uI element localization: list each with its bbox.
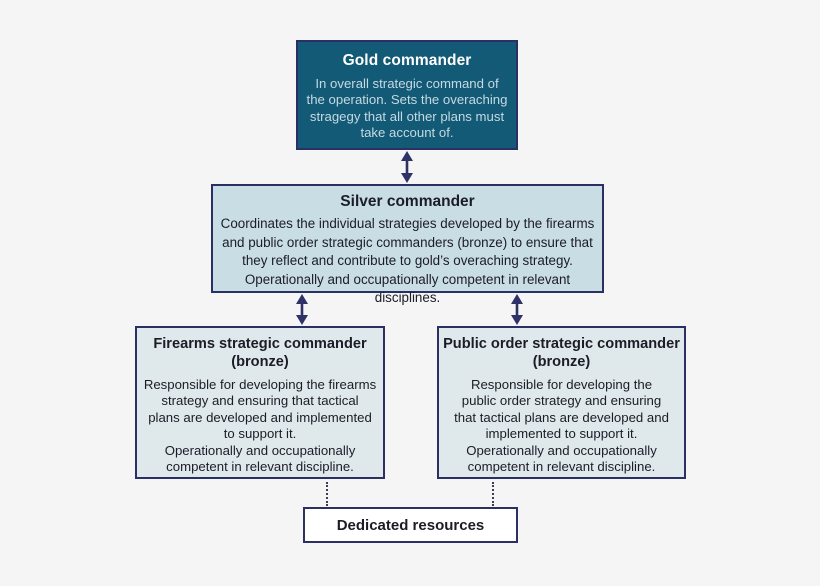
double-arrow-gold-silver [400,151,414,183]
silver-commander-description: Coordinates the individual strategies de… [220,216,595,306]
gold-commander-title: Gold commander [342,52,472,69]
silver-commander-title: Silver commander [340,193,475,210]
firearms-commander-title: Firearms strategic commander (bronze) [153,336,367,370]
public-order-commander-description: Responsible for developing the public or… [454,377,669,475]
firearms-commander-description: Responsible for developing the firearms … [143,377,377,475]
gold-commander-description: In overall strategic command of the oper… [306,76,508,141]
gold-commander-box: Gold commander In overall strategic comm… [296,40,518,150]
public-order-commander-box: Public order strategic commander (bronze… [437,326,686,479]
dedicated-resources-box: Dedicated resources [303,507,518,543]
double-arrow-silver-public-order [510,294,524,325]
dotted-line-public-order-resources [492,482,494,506]
public-order-commander-title: Public order strategic commander (bronze… [443,336,680,370]
silver-commander-box: Silver commander Coordinates the individ… [211,184,604,305]
dedicated-resources-title: Dedicated resources [336,516,485,534]
double-arrow-silver-firearms [295,294,309,325]
firearms-commander-box: Firearms strategic commander (bronze) Re… [135,326,385,479]
dotted-line-firearms-resources [326,482,328,506]
